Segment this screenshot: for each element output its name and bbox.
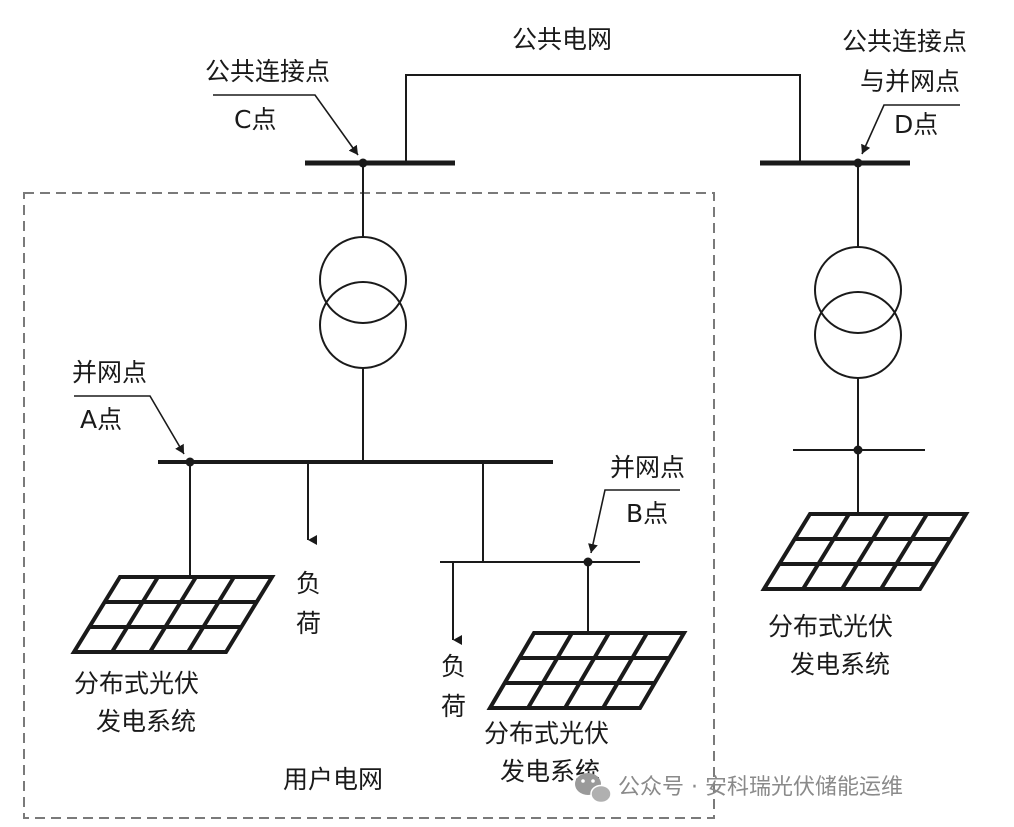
leader-a — [74, 395, 185, 455]
load-1-label-char2: 荷 — [296, 609, 321, 638]
pcc-d-title-line1: 公共连接点 — [842, 27, 967, 56]
pv-panel-icon — [760, 512, 970, 591]
watermark-text: 公众号 · 安科瑞光伏储能运维 — [618, 775, 903, 800]
pcc-d-title-line2: 与并网点 — [860, 67, 960, 96]
poi-a-point: A点 — [80, 405, 122, 434]
leader-c — [213, 94, 359, 156]
pv-1-label-line1: 分布式光伏 — [74, 669, 199, 698]
poi-b-title: 并网点 — [610, 453, 685, 482]
load-1-label-char1: 负 — [296, 569, 321, 598]
node-dot-c — [358, 158, 368, 168]
node-dot-b — [583, 557, 593, 567]
leader-b — [588, 489, 680, 554]
load-2-label-char1: 负 — [441, 652, 466, 681]
leader-d — [861, 104, 960, 155]
pcc-c-point: C点 — [234, 105, 276, 134]
node-dot-d — [853, 158, 863, 168]
transformer-icon — [319, 236, 407, 369]
public-grid-line — [405, 74, 801, 163]
pv-panel-icon — [70, 575, 276, 654]
pv-3-label-line1: 分布式光伏 — [768, 612, 893, 641]
pcc-d-point: D点 — [894, 110, 938, 139]
pv-3-label-line2: 发电系统 — [790, 650, 890, 679]
load-2-label-char2: 荷 — [441, 692, 466, 721]
user-grid-label: 用户电网 — [283, 765, 383, 794]
pcc-c-title: 公共连接点 — [205, 57, 330, 86]
node-dot-right — [853, 445, 863, 455]
pv-panel-icon — [486, 631, 688, 710]
poi-b-point: B点 — [626, 499, 668, 528]
pv-2-label-line1: 分布式光伏 — [484, 719, 609, 748]
pv-1-label-line2: 发电系统 — [96, 707, 196, 736]
node-dot-a — [185, 457, 195, 467]
public-grid-label: 公共电网 — [512, 25, 612, 54]
user-grid-boundary — [23, 192, 715, 819]
poi-a-title: 并网点 — [72, 358, 147, 387]
transformer-icon — [814, 246, 902, 379]
wechat-icon — [575, 773, 612, 804]
